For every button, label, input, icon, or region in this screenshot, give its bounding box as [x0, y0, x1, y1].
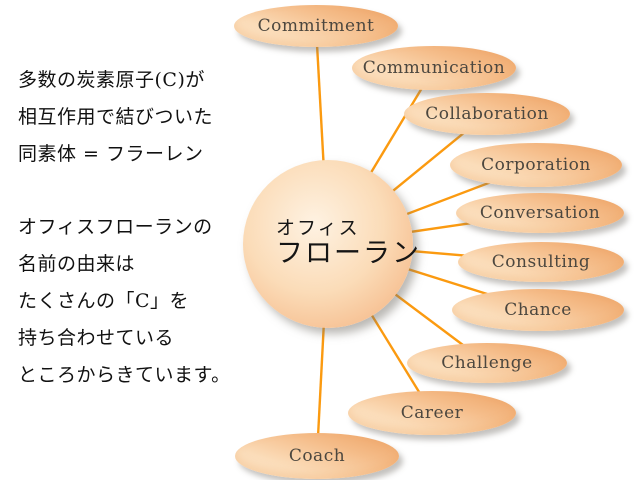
node-label: Commitment [257, 16, 375, 36]
node-conversation: Conversation [456, 193, 624, 233]
text-line: 名前の由来は [18, 253, 136, 275]
node-corporation: Corporation [450, 143, 622, 187]
node-communication: Communication [352, 46, 516, 90]
node-label: Chance [504, 300, 572, 320]
text-line: 多数の炭素原子(C)が [18, 69, 205, 91]
node-challenge: Challenge [407, 343, 567, 383]
node-label: Conversation [479, 203, 601, 223]
node-consulting: Consulting [458, 242, 624, 282]
intro-text: 多数の炭素原子(C)が 相互作用で結びついた 同素体 = フラーレン オフィスフ… [18, 62, 231, 394]
paragraph-fullerene-definition: 多数の炭素原子(C)が 相互作用で結びついた 同素体 = フラーレン [18, 62, 231, 173]
paragraph-name-origin: オフィスフローランの 名前の由来は たくさんの「C」を 持ち合わせている ところ… [18, 209, 231, 394]
text-line: たくさんの「C」を [18, 290, 190, 312]
center-node-title-line1: オフィス [276, 218, 360, 239]
node-commitment: Commitment [234, 5, 398, 47]
text-line: オフィスフローランの [18, 216, 213, 238]
text-line: 同素体 = フラーレン [18, 143, 204, 165]
node-label: Challenge [441, 353, 533, 373]
center-node-office-fullerene: オフィス フローラン [243, 160, 419, 328]
text-line: 持ち合わせている [18, 327, 175, 349]
node-collaboration: Collaboration [404, 93, 570, 135]
text-line: ところからきています。 [18, 364, 231, 386]
node-coach: Coach [235, 433, 399, 479]
node-career: Career [348, 391, 516, 435]
text-line: 相互作用で結びついた [18, 106, 214, 128]
node-label: Collaboration [425, 104, 549, 124]
center-node-title-line2: フローラン [276, 238, 421, 268]
center-node-title: オフィス フローラン [276, 218, 421, 268]
node-label: Career [400, 403, 464, 423]
node-label: Consulting [491, 252, 591, 272]
node-label: Coach [288, 446, 346, 466]
node-label: Communication [362, 58, 506, 78]
node-chance: Chance [452, 289, 624, 331]
node-label: Corporation [481, 155, 591, 175]
